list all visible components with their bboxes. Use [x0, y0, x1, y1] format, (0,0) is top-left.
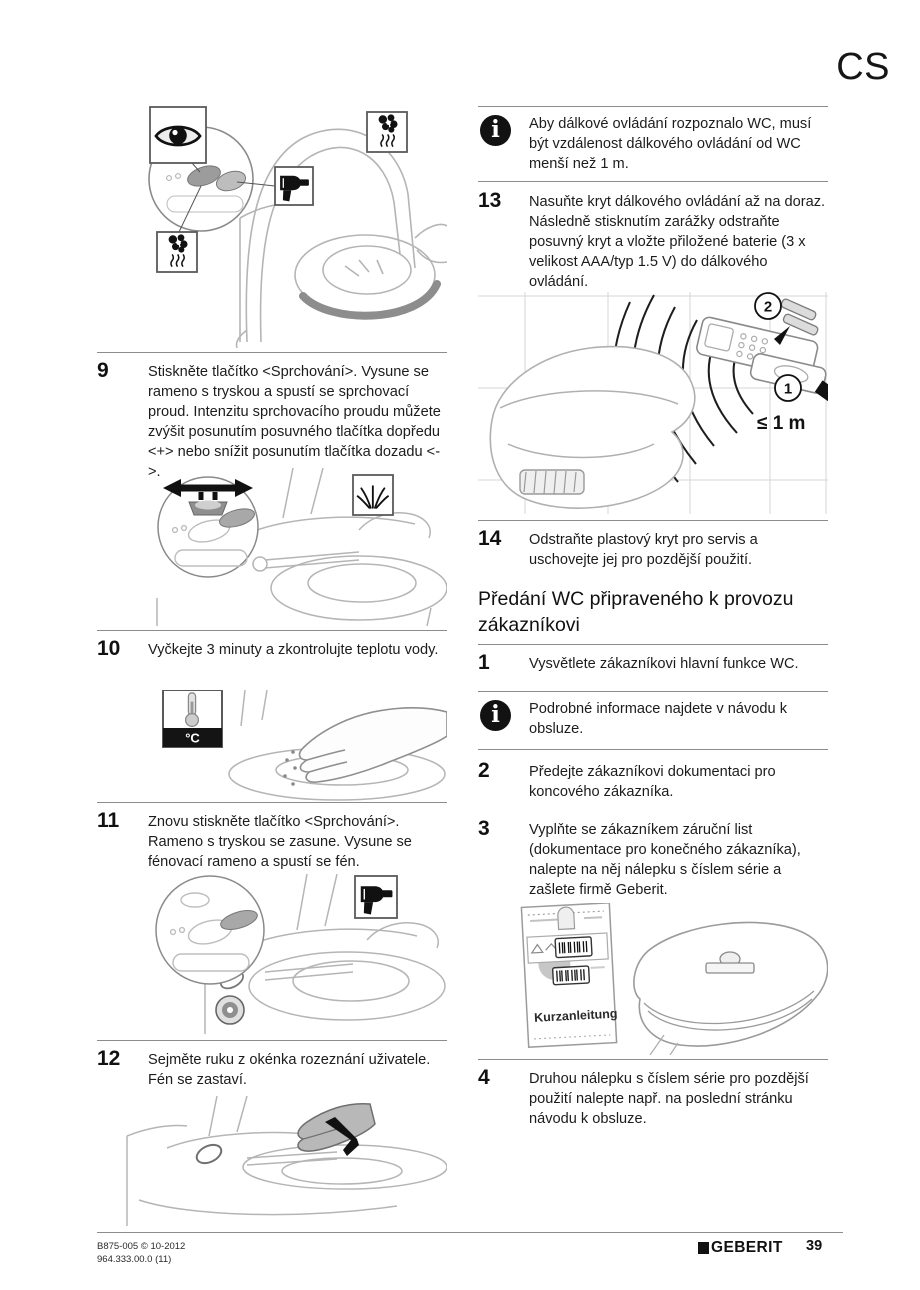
remote-control: [696, 316, 828, 406]
info-icon: i: [480, 115, 511, 146]
wc-sketch: [489, 345, 696, 509]
step-number: 3: [478, 817, 490, 840]
step-12: 12 Sejměte ruku z okénka rozeznání uživa…: [97, 1047, 447, 1090]
step-number: 4: [478, 1066, 490, 1089]
insert-arrow: [774, 326, 790, 345]
step-text: Stiskněte tlačítko <Sprchování>. Vysune …: [148, 364, 441, 480]
left-column: 9 Stiskněte tlačítko <Sprchování>. Vysun…: [97, 0, 447, 1290]
divider: [97, 352, 447, 353]
step-text: Předejte zákazníkovi dokumentaci pro kon…: [529, 764, 776, 800]
step-text: Sejměte ruku z okénka rozeznání uživatel…: [148, 1052, 431, 1088]
language-code: CS: [836, 46, 890, 88]
step-number: 2: [478, 759, 490, 782]
page-number: 39: [806, 1238, 823, 1254]
footer-doc-codes: B875-005 © 10-2012 964.333.00.0 (11): [97, 1240, 185, 1266]
step-number: 13: [478, 189, 502, 212]
step-text: Druhou nálepku s číslem série pro pozděj…: [529, 1071, 809, 1127]
temperature-unit-label: °C: [185, 731, 200, 746]
hairdryer-icon: [274, 166, 314, 206]
step-14: 14 Odstraňte plastový kryt pro servis a …: [478, 527, 828, 570]
step-2: 2 Předejte zákazníkovi dokumentaci pro k…: [478, 759, 828, 802]
step-11: 11 Znovu stiskněte tlačítko <Sprchování>…: [97, 809, 447, 872]
step-10: 10 Vyčkejte 3 minuty a zkontrolujte tepl…: [97, 637, 447, 660]
booklet-title: Kurzanleitung: [534, 1007, 618, 1025]
brand-logo-text: GEBERIT: [711, 1239, 783, 1256]
motion-arrow: [325, 1117, 359, 1156]
distance-label: ≤ 1 m: [757, 413, 805, 434]
step-text: Vysvětlete zákazníkovi hlavní funkce WC.: [529, 656, 799, 672]
speaker-grille: [215, 995, 245, 1025]
slider-arrows-icon: [163, 479, 253, 500]
step-text: Znovu stiskněte tlačítko <Sprchování>. R…: [148, 814, 412, 870]
info-text: Podrobné informace najdete v návodu k ob…: [529, 701, 787, 737]
doc-code: B875-005 © 10-2012: [97, 1241, 186, 1252]
info-icon: i: [480, 700, 511, 731]
svg-text:2: 2: [764, 299, 772, 316]
slide-arrow: [814, 380, 828, 406]
batteries: [780, 298, 819, 336]
hand-removal-illustration: [126, 1096, 447, 1226]
hand-sketch: [298, 707, 447, 783]
divider: [478, 691, 828, 692]
divider: [478, 749, 828, 750]
divider: [478, 1059, 828, 1060]
dryer-arm-illustration: [155, 874, 446, 1034]
step-number: 9: [97, 359, 109, 382]
remote-distance-illustration: 2 1 ≤ 1 m: [478, 292, 828, 514]
spray-icon: [352, 474, 394, 516]
right-column: i Aby dálkové ovládání rozpoznalo WC, mu…: [478, 0, 828, 1290]
step-4: 4 Druhou nálepku s číslem série pro pozd…: [478, 1066, 828, 1129]
step-number: 12: [97, 1047, 121, 1070]
lid-sticker: [705, 951, 755, 974]
info-text: Aby dálkové ovládání rozpoznalo WC, musí…: [529, 116, 812, 172]
svg-text:1: 1: [784, 381, 792, 398]
wc-functions-illustration: [148, 106, 447, 348]
step-number: 14: [478, 527, 502, 550]
water-temperature-illustration: °C: [162, 690, 447, 801]
divider: [97, 802, 447, 803]
divider: [97, 630, 447, 631]
brand-logo-square: [698, 1242, 709, 1254]
magnifier-circle: [157, 476, 259, 578]
user-detection-eye-icon: [149, 106, 207, 164]
footer-divider: [97, 1232, 843, 1233]
doc-version: 964.333.00.0 (11): [97, 1254, 172, 1265]
brand-logo: GEBERIT: [698, 1239, 783, 1257]
divider: [478, 106, 828, 107]
step-13: 13 Nasuňte kryt dálkového ovládání až na…: [478, 189, 828, 292]
step-number: 1: [478, 651, 490, 674]
step-number: 11: [97, 809, 120, 832]
step-9: 9 Stiskněte tlačítko <Sprchování>. Vysun…: [97, 359, 447, 482]
hairdryer-icon: [354, 875, 398, 919]
step-text: Vyčkejte 3 minuty a zkontrolujte teplotu…: [148, 642, 439, 658]
step-3: 3 Vyplňte se zákazníkem záruční list (do…: [478, 817, 828, 900]
spray-slider-illustration: [156, 468, 447, 626]
info-note-1: i Aby dálkové ovládání rozpoznalo WC, mu…: [478, 114, 828, 174]
section-heading: Předání WC připraveného k provozu zákazn…: [478, 588, 794, 636]
odour-extraction-icon: [366, 111, 408, 153]
callout-2: 2: [754, 292, 782, 320]
warranty-sticker-illustration: Kurzanleitung: [520, 903, 828, 1055]
divider: [97, 1040, 447, 1041]
step-text: Vyplňte se zákazníkem záruční list (doku…: [529, 822, 801, 898]
wc-lid: [633, 921, 828, 1055]
odour-extraction-icon: [156, 231, 198, 273]
info-note-2: i Podrobné informace najdete v návodu k …: [478, 699, 828, 739]
divider: [478, 520, 828, 521]
step-number: 10: [97, 637, 121, 660]
serial-sticker: [554, 936, 593, 959]
step-text: Nasuňte kryt dálkového ovládání až na do…: [529, 194, 826, 290]
booklet: Kurzanleitung: [520, 903, 618, 1048]
serial-sticker: [552, 965, 591, 986]
divider: [478, 181, 828, 182]
step-1: 1 Vysvětlete zákazníkovi hlavní funkce W…: [478, 651, 828, 674]
callout-1: 1: [774, 374, 802, 402]
temperature-check-icon: °C: [162, 690, 223, 748]
divider: [478, 644, 828, 645]
step-text: Odstraňte plastový kryt pro servis a usc…: [529, 532, 758, 568]
